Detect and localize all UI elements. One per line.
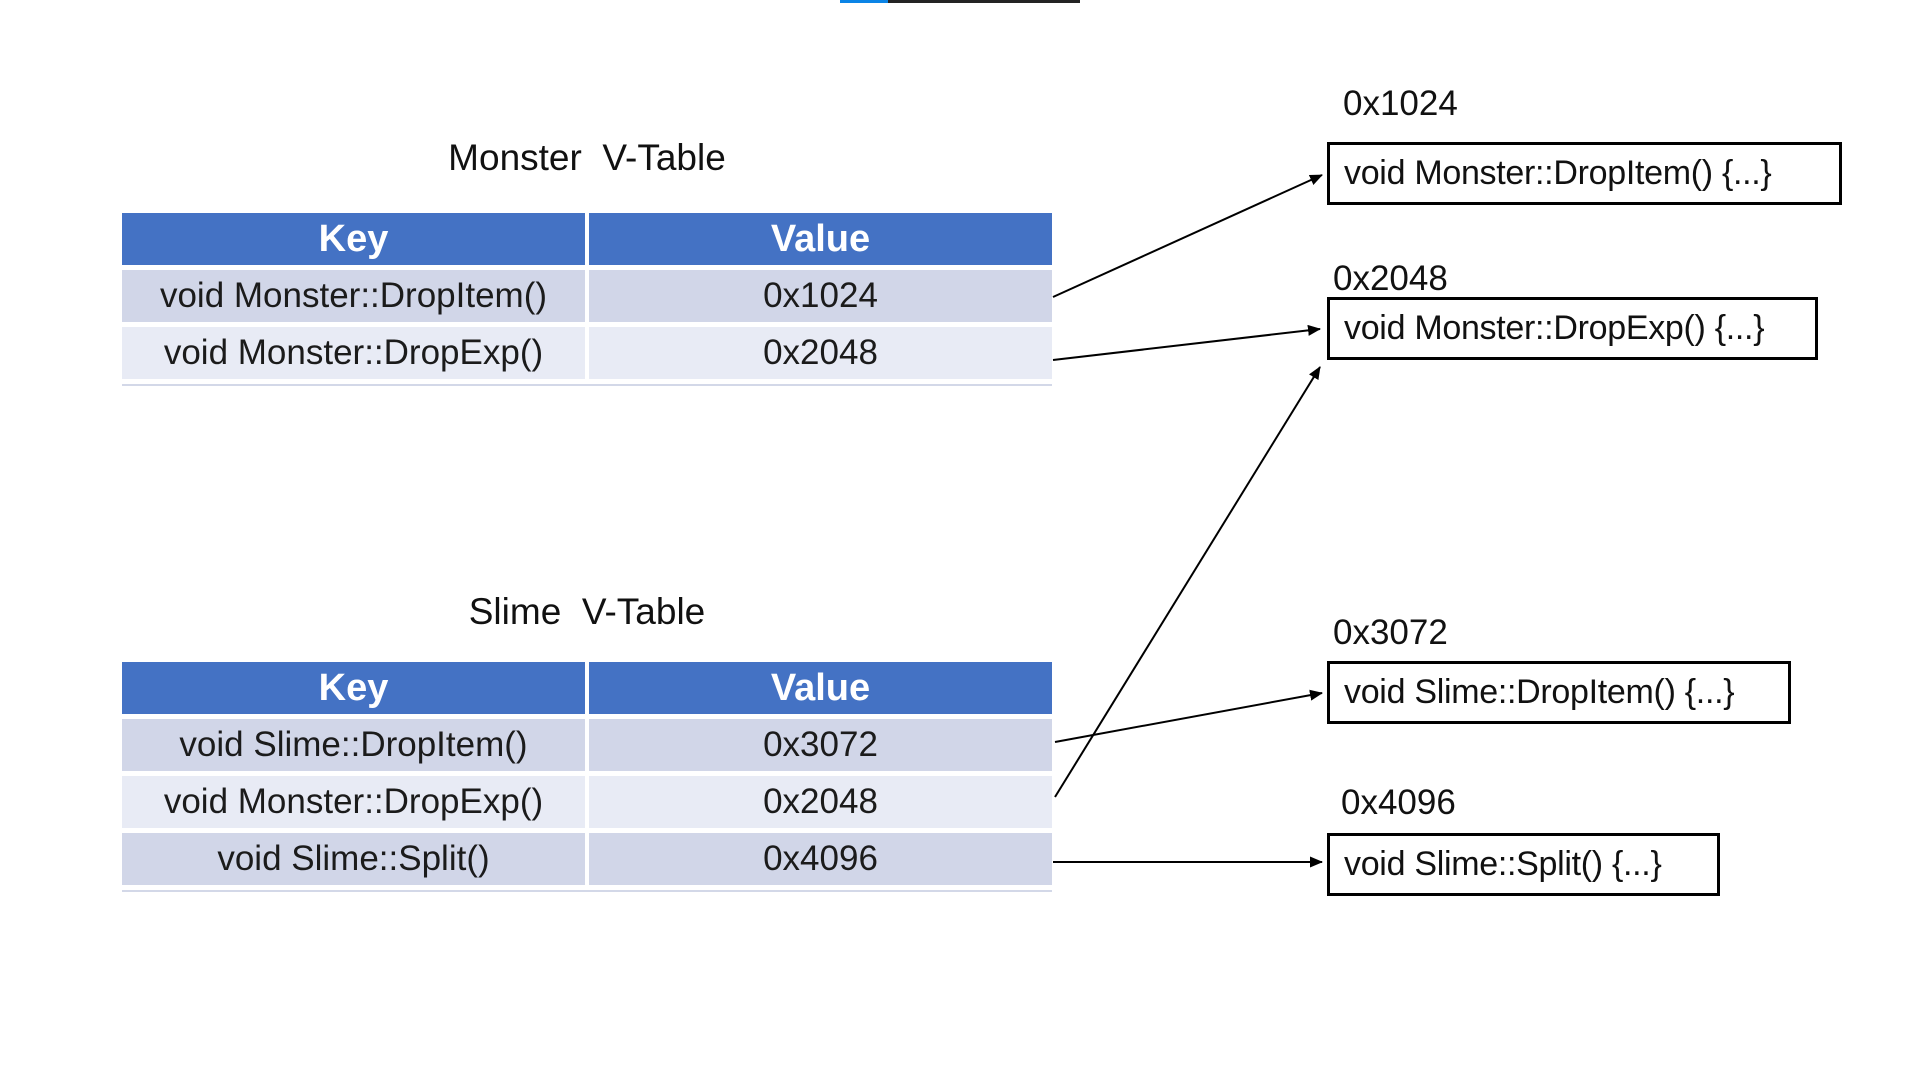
- arrow-slime-0x3072-to-box: [1054, 689, 1323, 743]
- arrow-slime-0x2048-to-box: [1054, 366, 1321, 798]
- slime-vtable: Key Value void Slime::DropItem() 0x3072 …: [122, 662, 1052, 892]
- slime-row-dropitem-value: 0x3072: [589, 719, 1052, 771]
- arrow-monster-0x2048-to-box: [1052, 324, 1321, 361]
- monster-vtable-header-row: Key Value: [122, 213, 1052, 265]
- table-row: void Monster::DropExp() 0x2048: [122, 776, 1052, 828]
- fn-box-monster-dropitem: void Monster::DropItem() {...}: [1327, 142, 1842, 205]
- fn-address-0x3072: 0x3072: [1333, 613, 1448, 652]
- monster-vtable-header-value: Value: [589, 213, 1052, 265]
- slime-row-dropitem-key: void Slime::DropItem(): [122, 719, 585, 771]
- monster-vtable: Key Value void Monster::DropItem() 0x102…: [122, 213, 1052, 386]
- table-row: void Monster::DropExp() 0x2048: [122, 327, 1052, 379]
- slime-row-dropexp-value: 0x2048: [589, 776, 1052, 828]
- fn-box-slime-split: void Slime::Split() {...}: [1327, 833, 1720, 896]
- monster-row-dropexp-key: void Monster::DropExp(): [122, 327, 585, 379]
- fn-box-monster-dropexp: void Monster::DropExp() {...}: [1327, 297, 1818, 360]
- slime-row-dropexp-key: void Monster::DropExp(): [122, 776, 585, 828]
- monster-vtable-title: Monster V-Table: [448, 137, 726, 178]
- slime-vtable-header-value: Value: [589, 662, 1052, 714]
- top-progress-bar-filled: [840, 0, 888, 3]
- slime-vtable-header-key: Key: [122, 662, 585, 714]
- fn-address-0x2048: 0x2048: [1333, 259, 1448, 298]
- slime-row-split-key: void Slime::Split(): [122, 833, 585, 885]
- fn-box-slime-dropitem: void Slime::DropItem() {...}: [1327, 661, 1791, 724]
- slime-row-split-value: 0x4096: [589, 833, 1052, 885]
- slime-vtable-title: Slime V-Table: [468, 591, 706, 632]
- arrow-monster-0x1024-to-box: [1052, 174, 1323, 298]
- monster-row-dropexp-value: 0x2048: [589, 327, 1052, 379]
- fn-address-0x1024: 0x1024: [1343, 84, 1458, 123]
- monster-row-dropitem-key: void Monster::DropItem(): [122, 270, 585, 322]
- top-progress-bar-track: [888, 0, 1080, 3]
- table-row: void Monster::DropItem() 0x1024: [122, 270, 1052, 322]
- table-row: void Slime::Split() 0x4096: [122, 833, 1052, 885]
- monster-row-dropitem-value: 0x1024: [589, 270, 1052, 322]
- fn-address-0x4096: 0x4096: [1341, 783, 1456, 822]
- table-row: void Slime::DropItem() 0x3072: [122, 719, 1052, 771]
- monster-vtable-header-key: Key: [122, 213, 585, 265]
- slime-vtable-header-row: Key Value: [122, 662, 1052, 714]
